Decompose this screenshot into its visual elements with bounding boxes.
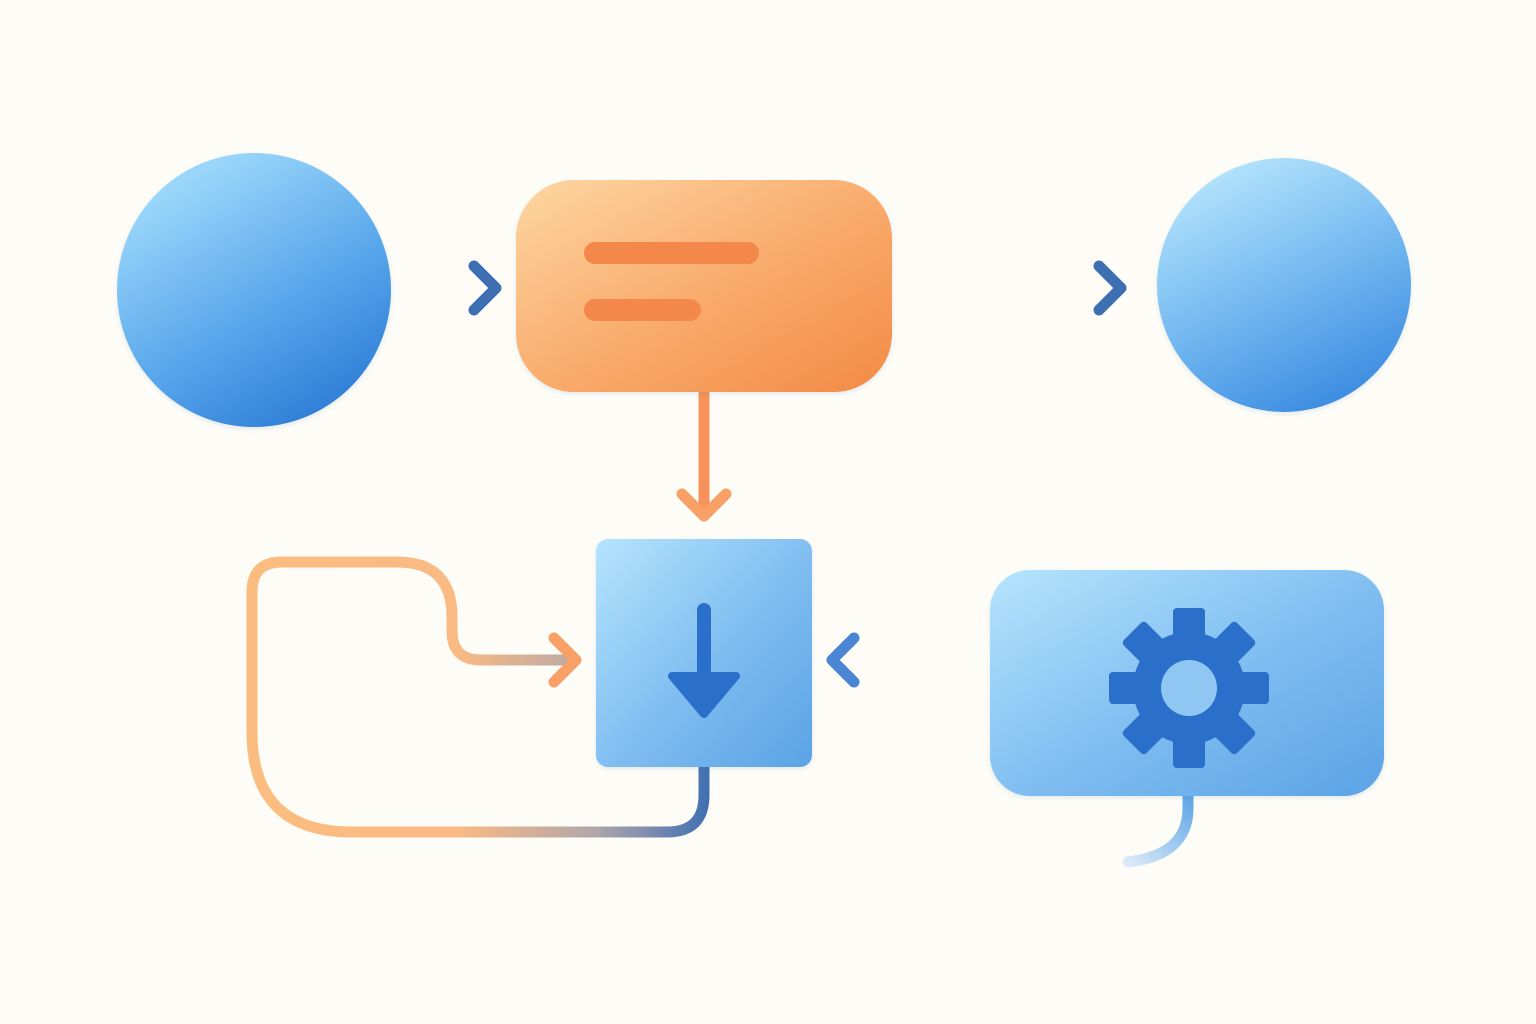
arrowhead-left-icon [826,632,860,688]
download-box-node [596,539,812,767]
connector-loop [246,556,710,838]
process-box-node [516,180,892,392]
arrowhead-right-icon [1093,260,1127,316]
nodes [117,153,1411,796]
start-circle-node [117,153,391,427]
connectors [246,260,1290,868]
gear-icon [1109,608,1269,768]
arrow-down-icon [668,603,740,718]
arrowhead-right-icon [548,632,582,688]
end-circle-node [1157,158,1411,412]
arrowhead-right-icon [468,260,502,316]
arrowhead-down-icon [676,488,732,522]
connector-settings-tail [1122,789,1194,868]
text-lines-icon [584,242,759,321]
settings-box-node [990,570,1384,796]
